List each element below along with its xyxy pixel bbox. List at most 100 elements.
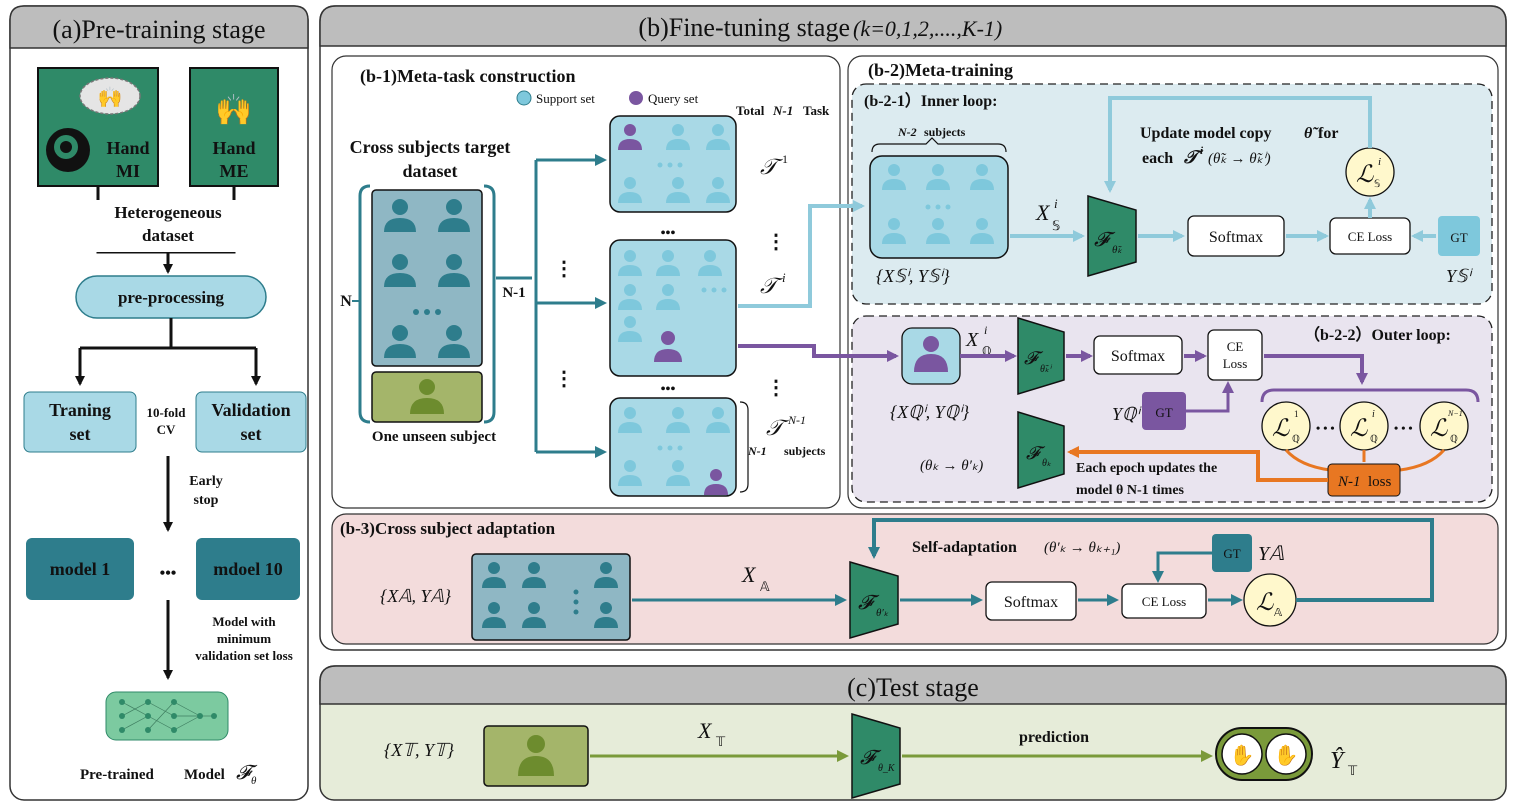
loss-qi-sup: i: [1372, 409, 1375, 420]
theta-model-sub: θₖ: [1042, 458, 1052, 469]
inner-support-grid: [869, 155, 1009, 259]
unseen-subject-box: [371, 371, 483, 423]
hand-me-line2: ME: [220, 161, 249, 181]
finetune-title: (b)Fine-tuning stage: [638, 13, 850, 42]
inner-model-trapezoid: [1087, 195, 1137, 277]
thought-cloud-icon: 🙌: [79, 77, 141, 115]
inner-softmax-label: Softmax: [1209, 229, 1263, 246]
yt-hat-label: Ŷ: [1330, 748, 1346, 774]
hand-me-line1: Hand: [212, 138, 255, 158]
update-for: for: [1318, 125, 1338, 142]
cv-line1: 10-fold: [147, 405, 187, 420]
total-mid: N-1: [772, 103, 793, 118]
task-tn-box: [609, 397, 737, 497]
update-line1: Update model copy: [1140, 125, 1272, 142]
model10-box: [196, 538, 300, 600]
total-prefix: Total: [736, 103, 765, 118]
inner-set-label: {X𝕊ⁱ, Y𝕊ⁱ}: [876, 266, 950, 286]
dataset-left-bracket: [358, 184, 371, 424]
loss-qi-sub: ℚ: [1370, 434, 1378, 445]
val-set-line1: Validation: [211, 400, 290, 420]
adapt-gt-label: GT: [1223, 546, 1240, 561]
inner-gt-label: GT: [1450, 230, 1467, 245]
outer-title: （b-2-2）Outer loop:: [1304, 326, 1451, 344]
hdots-2: •••: [661, 382, 676, 397]
loss-qn-sub: ℚ: [1450, 434, 1458, 445]
vdots-3: ⋮: [766, 231, 786, 253]
each-epoch-line2: model θ N-1 times: [1076, 483, 1185, 498]
outer-model-sub: θ̃ₖⁱ: [1040, 364, 1053, 375]
xt-sub: 𝕋: [715, 734, 726, 749]
theta-model-trapezoid: [1017, 410, 1065, 490]
update-rest: (θ̃ₖ → θ̃ₖⁱ): [1208, 151, 1271, 167]
each-epoch-line1: Each epoch updates the: [1076, 461, 1217, 476]
update-t-sup: i: [1200, 145, 1204, 157]
hetero-line2: dataset: [142, 226, 194, 245]
losses-to-sum: [1284, 448, 1446, 472]
outer-yq-label: Yℚⁱ: [1112, 404, 1142, 424]
dataset-right-bracket: [483, 184, 496, 424]
loss-dots-2: • • •: [1394, 421, 1413, 435]
outer-softmax-label: Softmax: [1111, 348, 1165, 365]
loss-qn-symbol: ℒ: [1430, 416, 1448, 442]
adapt-loss-symbol: ℒ: [1256, 590, 1274, 616]
adapt-softmax-label: Softmax: [1004, 594, 1058, 611]
model-dots: •••: [160, 565, 177, 582]
adapt-subjects-grid: [471, 553, 631, 641]
dataset-grid: [371, 189, 483, 367]
inner-feedback-arrow: [1104, 96, 1372, 193]
hand-mi-line1: Hand: [106, 138, 149, 158]
adapt-ya-label: Y𝔸: [1258, 543, 1284, 565]
inner-ys-label: Y𝕊ⁱ: [1446, 266, 1473, 286]
update-each: each: [1142, 150, 1173, 167]
losses-brace: [1260, 388, 1480, 403]
split-arrow: [78, 318, 258, 382]
pretrain-title: (a)Pre-training stage: [53, 15, 266, 44]
xa-sub: 𝔸: [760, 579, 770, 594]
support-legend-label: Support set: [536, 91, 595, 106]
cv-line2: CV: [157, 422, 176, 437]
loss-q1-sub: ℚ: [1292, 434, 1300, 445]
train-set-line2: set: [70, 424, 91, 444]
task-t1-box: [609, 115, 737, 213]
inner-title: (b-2-1）Inner loop:: [864, 92, 998, 110]
tn-bracket: [739, 401, 749, 493]
loss-qi-symbol: ℒ: [1350, 416, 1368, 442]
adapt-softmax-box: [985, 581, 1077, 621]
inner-loss-sub: 𝕊: [1374, 179, 1380, 190]
test-model-sub: θ_K: [878, 763, 896, 774]
finetune-title-k: (k=0,1,2,....,K-1): [853, 16, 1002, 41]
tn-sup: N-1: [787, 413, 806, 427]
arrow-ce-to-losses: [1264, 354, 1368, 385]
xq-symbol: X: [965, 329, 979, 351]
loss-q1-sup: 1: [1294, 409, 1299, 419]
train-set-box: [23, 391, 137, 453]
inner-model-sub: θ̃ₖ: [1112, 244, 1122, 256]
test-set-label: {X𝕋, Y𝕋}: [384, 740, 455, 760]
arrow-gt-to-outer-ce: [1186, 381, 1234, 413]
b1-title: (b-1)Meta-task construction: [360, 66, 575, 87]
adapt-model-trapezoid: [849, 561, 899, 639]
test-header: [319, 665, 1507, 705]
test-subject-box: [483, 725, 589, 787]
hand-right-icon: ✋: [1274, 743, 1299, 767]
arrow-ti-to-inner: [738, 200, 865, 308]
outer-set-label: {Xℚⁱ, Yℚⁱ}: [890, 402, 970, 422]
output-hands-pill: ✋ ✋: [1215, 727, 1313, 781]
hands-icon: 🙌: [215, 93, 252, 127]
n1-loss-label: loss: [1368, 474, 1392, 490]
prediction-label: prediction: [1019, 729, 1089, 746]
adapt-ce-box: [1121, 583, 1207, 619]
minloss-line1: Model with: [212, 614, 276, 629]
task-ti-box: [609, 239, 737, 377]
n2-subjects-i: N-2: [897, 125, 917, 139]
loss-qn-sup: N−1: [1447, 409, 1463, 418]
n1-label: N-1: [502, 285, 525, 301]
early-line1: Early: [189, 474, 222, 489]
yt-hat-sub: 𝕋: [1347, 763, 1358, 778]
b3-title: (b-3)Cross subject adaptation: [340, 519, 556, 538]
loss-q1-symbol: ℒ: [1272, 416, 1290, 442]
outer-softmax-box: [1093, 335, 1183, 375]
train-set-line1: Traning: [49, 400, 111, 420]
model1-label: model 1: [50, 559, 111, 579]
